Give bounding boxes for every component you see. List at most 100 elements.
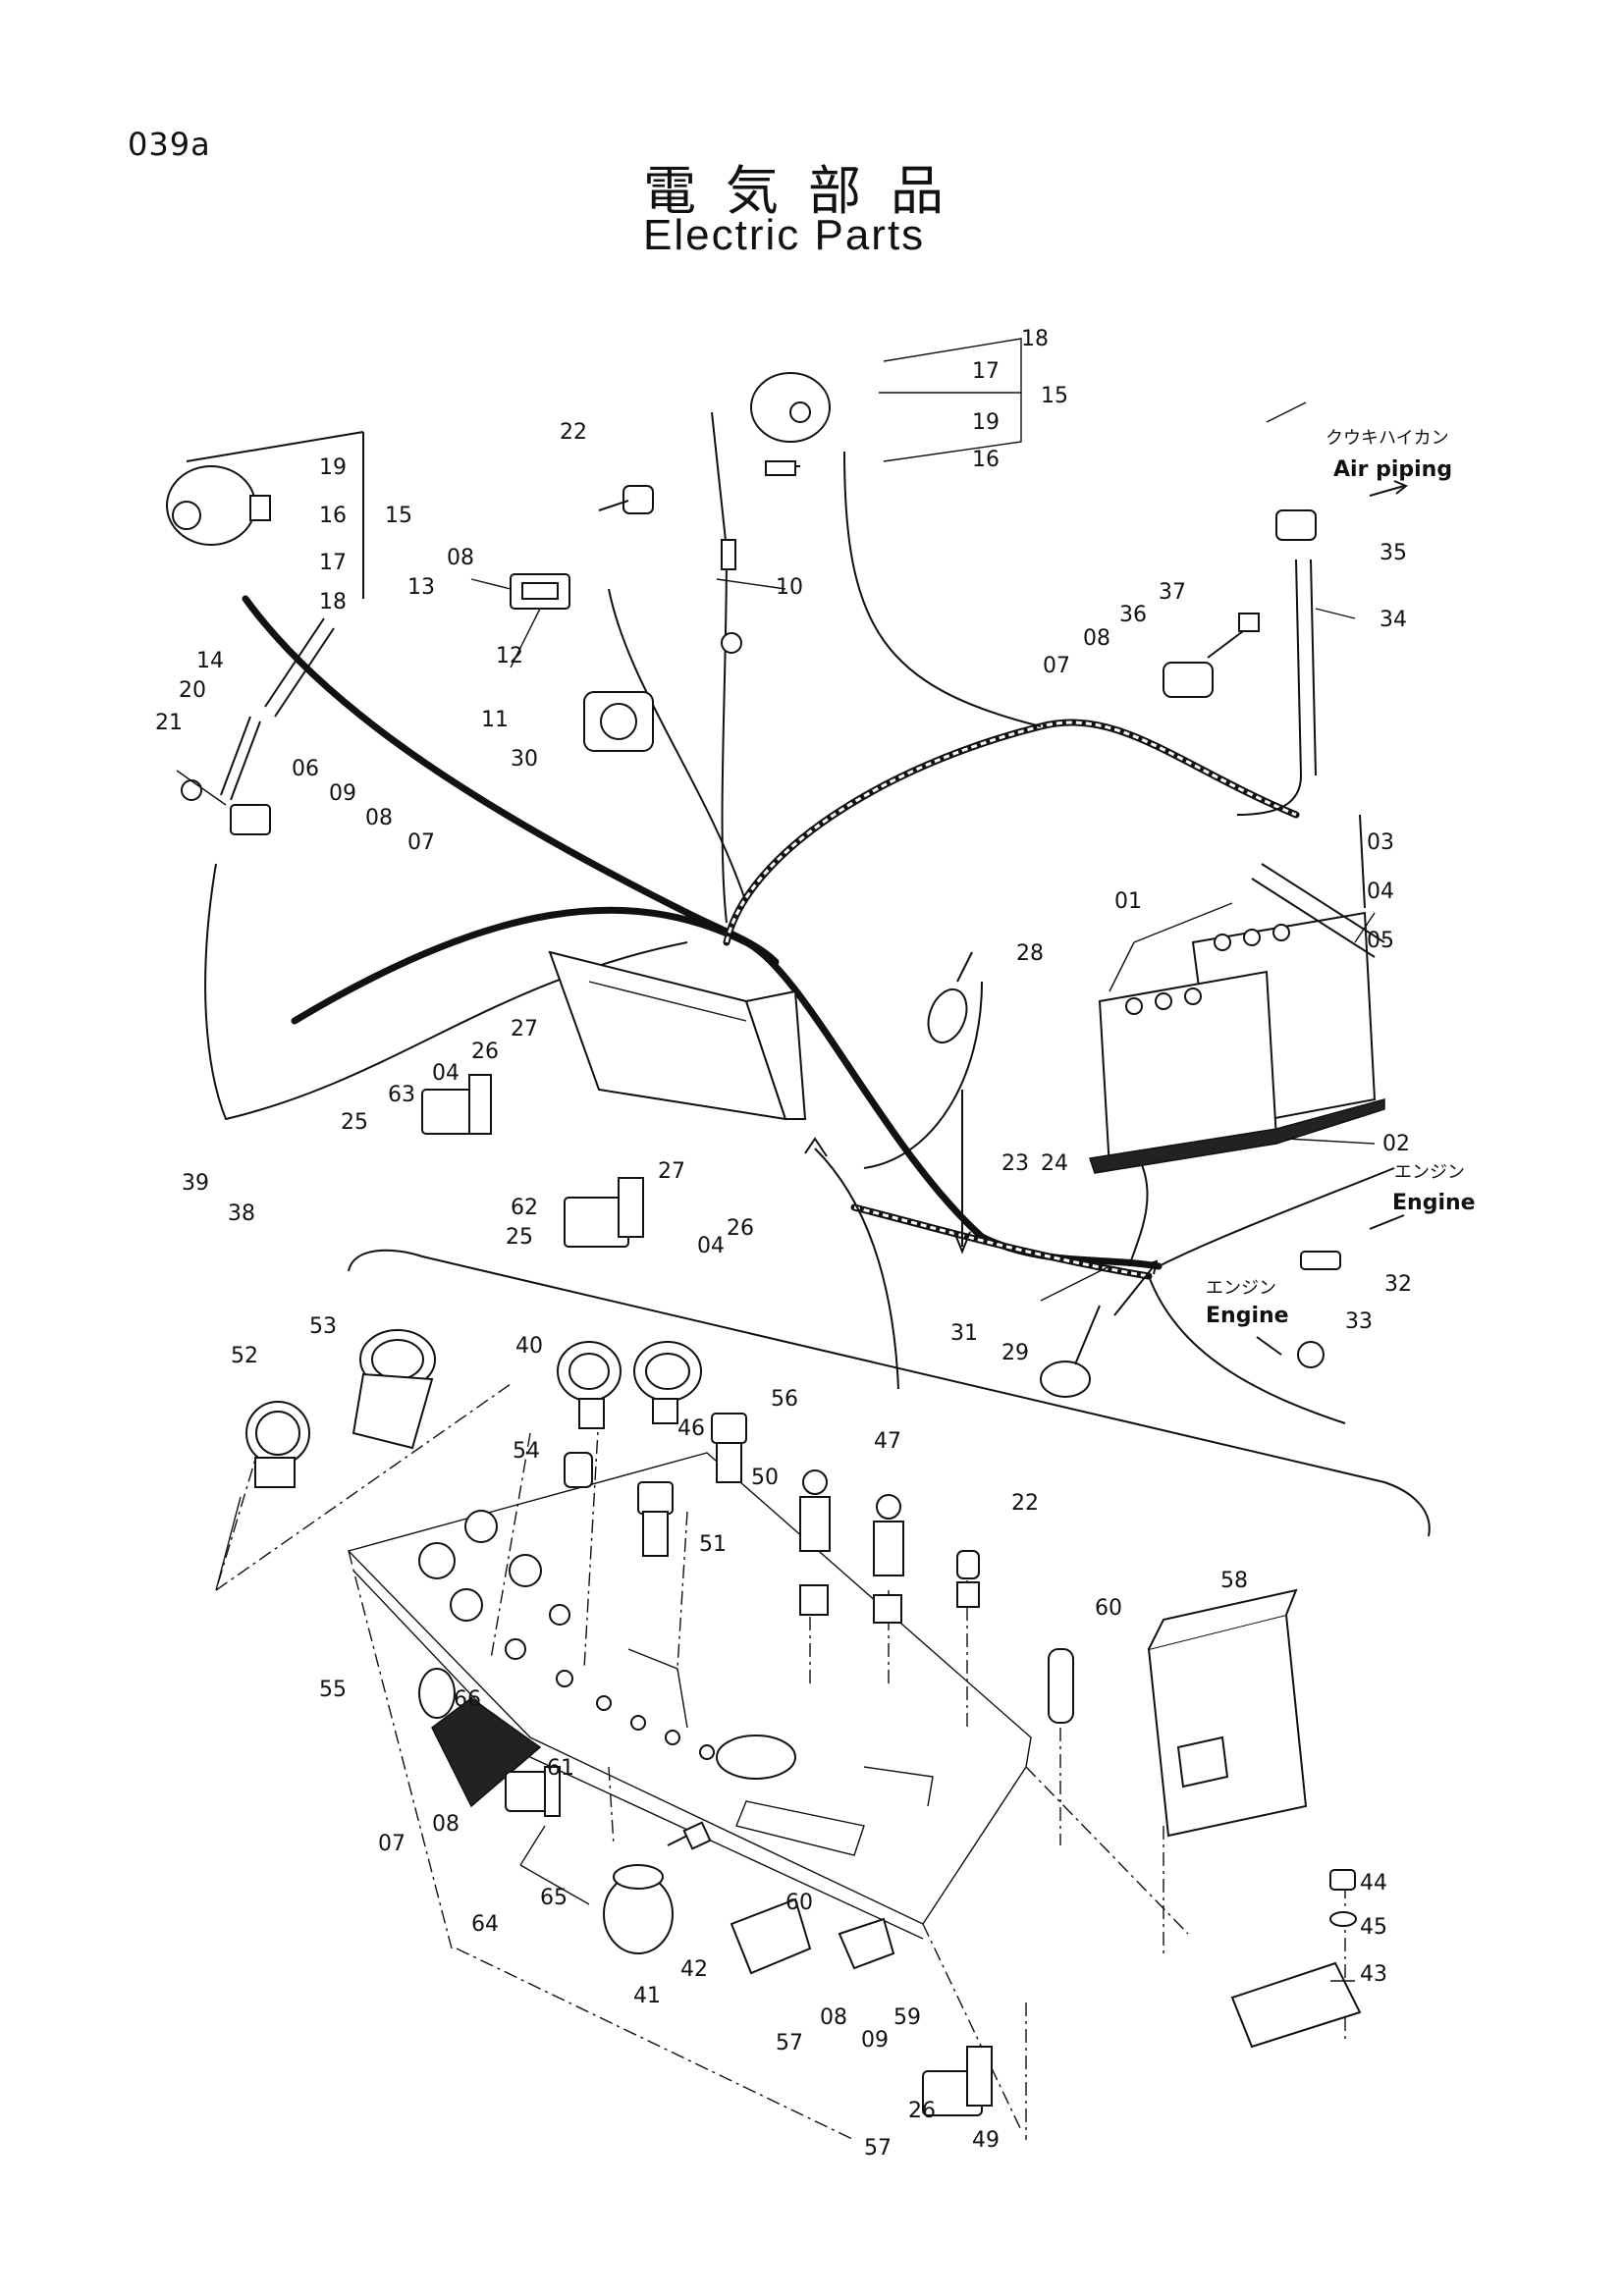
relay-63	[421, 1074, 492, 1135]
note-air-piping-jp: クウキハイカン	[1325, 428, 1449, 449]
cable-tie-28	[927, 951, 973, 1255]
callout: 50	[751, 1466, 779, 1490]
gauge-40	[557, 1341, 622, 1429]
callout: 62	[511, 1196, 538, 1220]
cable-tie-29	[1040, 1259, 1159, 1398]
sensor-32	[1300, 1251, 1341, 1270]
callout: 32	[1384, 1272, 1412, 1297]
callout: 39	[182, 1171, 209, 1196]
callout: 60	[1095, 1596, 1122, 1621]
callout: 30	[511, 747, 538, 772]
callout: 10	[776, 575, 803, 600]
wiper-assembly	[181, 617, 335, 835]
callout: 61	[547, 1756, 574, 1781]
main-harness	[204, 451, 1395, 1424]
callout: 45	[1360, 1915, 1387, 1940]
page-code: 039a	[128, 126, 211, 163]
callout: 22	[560, 420, 587, 445]
switch-47	[873, 1494, 904, 1624]
callout: 08	[820, 2005, 847, 2030]
callout: 63	[388, 1083, 415, 1107]
callout: 17	[319, 551, 347, 575]
horn-30	[583, 691, 654, 752]
work-light-left	[166, 431, 364, 599]
fuse-60	[1048, 1648, 1074, 1724]
callout: 04	[697, 1234, 725, 1258]
callout: 04	[432, 1061, 460, 1086]
note-engine-jp-1: エンジン	[1394, 1162, 1465, 1183]
switch-46	[799, 1469, 831, 1616]
callout: 24	[1041, 1151, 1068, 1176]
bracket-59	[838, 1917, 895, 1970]
callout: 21	[155, 711, 183, 735]
toggle-switch-22-panel	[956, 1550, 980, 1608]
callout: 27	[511, 1017, 538, 1041]
callout: 42	[680, 1957, 708, 1982]
callout: 26	[908, 2099, 936, 2123]
callout: 08	[365, 806, 393, 830]
title-english: Electric Parts	[643, 211, 926, 259]
key-switch-65	[603, 1821, 712, 1954]
buzzer-55	[418, 1668, 456, 1719]
callout: 57	[776, 2031, 803, 2056]
assembly-guide-lines	[215, 1383, 1346, 2141]
callout: 22	[1011, 1491, 1039, 1516]
callout: 08	[1083, 626, 1110, 651]
callout: 16	[319, 504, 347, 528]
callout: 29	[1001, 1341, 1029, 1365]
callout: 49	[972, 2128, 1000, 2153]
callout: 35	[1380, 541, 1407, 565]
assembly-arrow	[814, 1148, 899, 1390]
indicator-54	[564, 1452, 593, 1488]
leader-lines	[176, 338, 1376, 1982]
note-air-piping-en: Air piping	[1333, 457, 1452, 482]
callout: 44	[1360, 1871, 1387, 1896]
callout: 15	[1041, 384, 1068, 408]
callout: 58	[1220, 1569, 1248, 1593]
relay-61	[505, 1766, 561, 1817]
callout: 28	[1016, 941, 1044, 966]
callout: 46	[677, 1416, 705, 1441]
callout: 19	[972, 410, 1000, 435]
callout: 20	[179, 678, 206, 703]
relay-49	[922, 2046, 993, 2116]
callout: 03	[1367, 830, 1394, 855]
callout: 59	[893, 2005, 921, 2030]
callout: 38	[228, 1201, 255, 1226]
instrument-panel	[347, 1452, 1032, 1940]
gauge-52	[245, 1401, 310, 1488]
callout: 25	[506, 1225, 533, 1250]
callout: 04	[1367, 880, 1394, 904]
callout: 16	[972, 448, 1000, 472]
air-piping	[1236, 509, 1317, 816]
callout: 66	[454, 1687, 481, 1712]
batteries	[1089, 814, 1385, 1174]
callout: 27	[658, 1159, 685, 1184]
callout: 31	[950, 1321, 978, 1346]
gauge-56	[633, 1341, 702, 1424]
callout: 05	[1367, 929, 1394, 953]
sensor-33	[1297, 1341, 1325, 1368]
toggle-switch-22-top	[598, 485, 654, 514]
callout: 54	[513, 1439, 540, 1464]
callout: 25	[341, 1110, 368, 1135]
harness-branch-10	[711, 411, 742, 654]
callout: 26	[727, 1216, 754, 1241]
title-japanese: 電気部品	[643, 160, 973, 222]
pressure-switch-37	[1163, 613, 1260, 698]
bolt-44	[1329, 1869, 1357, 1927]
callout: 12	[496, 644, 523, 668]
gauge-53	[352, 1329, 436, 1450]
callout: 37	[1159, 580, 1186, 605]
callout: 09	[861, 2028, 889, 2053]
callout: 23	[1001, 1151, 1029, 1176]
switch-51	[637, 1481, 674, 1557]
callout: 60	[785, 1891, 813, 1915]
callout: 07	[378, 1832, 406, 1856]
callout: 34	[1380, 608, 1407, 632]
callout: 57	[864, 2136, 892, 2161]
callout-numbers: 18 17 15 19 16 16 15 19 17 18 22 10 08 1…	[155, 327, 1412, 2161]
callout: 51	[699, 1532, 727, 1557]
callout: 17	[972, 359, 1000, 384]
